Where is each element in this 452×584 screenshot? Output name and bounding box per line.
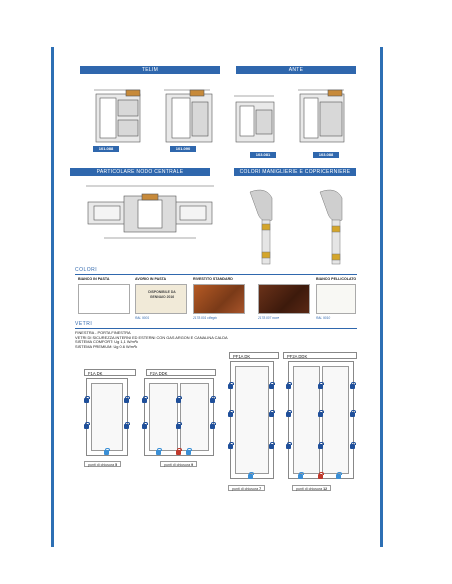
lock-icon bbox=[228, 410, 234, 417]
swatch-code-3: 2178.001 ciliegio bbox=[193, 316, 217, 320]
window-label-f1a: F1A DK bbox=[84, 369, 136, 376]
colori-divider bbox=[75, 274, 357, 275]
swatch-code-2: RAL 9001 bbox=[135, 316, 150, 320]
swatch-code-4: 2178.007 noce bbox=[258, 316, 280, 320]
profile-sections-drawing bbox=[94, 89, 345, 143]
lock-icon bbox=[269, 382, 275, 389]
handles-drawing bbox=[249, 189, 343, 265]
window-pf1a-dk bbox=[230, 361, 274, 479]
lock-icon bbox=[124, 422, 130, 429]
lock-icon bbox=[350, 382, 356, 389]
lock-icon bbox=[210, 422, 216, 429]
closure-label: punti di chiusura bbox=[164, 463, 191, 467]
lock-icon bbox=[269, 442, 275, 449]
window-f2a-sash-left bbox=[149, 383, 178, 451]
lock-icon bbox=[176, 422, 182, 429]
window-f1a-sash bbox=[91, 383, 123, 451]
swatch-bianco-pasta bbox=[78, 284, 130, 314]
vetri-line-1: FINESTRA - PORTA FINESTRA bbox=[75, 330, 131, 335]
window-pf1a-sash bbox=[235, 366, 269, 474]
window-label-f2a: F2A DDK bbox=[146, 369, 216, 376]
lock-icon bbox=[286, 410, 292, 417]
window-f1a-dk bbox=[86, 378, 128, 456]
lock-icon bbox=[228, 382, 234, 389]
closure-count: 5 bbox=[115, 463, 118, 467]
closure-points-f2a: punti di chiusura 9 bbox=[160, 461, 198, 467]
vetri-line-3: SISTEMA COMFORT: Ug 1,1 W/m²k bbox=[75, 339, 139, 345]
vetri-description: FINESTRA - PORTA FINESTRA VETRI DI SICUR… bbox=[75, 330, 335, 349]
lock-icon bbox=[248, 472, 254, 479]
profile-code-2: 101.090 bbox=[170, 146, 196, 152]
closure-label: punti di chiusura bbox=[232, 487, 259, 491]
swatch-avorio-pasta: DISPONIBILE DA GENNAIO 2016 bbox=[135, 284, 187, 314]
lock-icon bbox=[318, 472, 324, 479]
page-border-left bbox=[51, 47, 54, 547]
central-node-drawing bbox=[86, 185, 214, 239]
window-pf2a-sash-right bbox=[322, 366, 349, 474]
window-label-pf2a: PF2A DDK bbox=[283, 352, 357, 359]
lock-icon bbox=[336, 472, 342, 479]
vetri-divider bbox=[75, 328, 357, 329]
vetri-line-2: VETRI DI SICUREZZA INTERNI ED ESTERNI CO… bbox=[75, 334, 228, 340]
lock-icon bbox=[84, 396, 90, 403]
lock-icon bbox=[298, 472, 304, 479]
lock-icon bbox=[186, 448, 192, 455]
closure-points-f1a: punti di chiusura 5 bbox=[84, 461, 122, 467]
lock-icon bbox=[228, 442, 234, 449]
profile-code-4: 103.088 bbox=[313, 152, 339, 158]
window-pf2a-sash-left bbox=[293, 366, 320, 474]
page-border-right bbox=[380, 47, 383, 547]
profile-header-telim: TELIM bbox=[80, 66, 220, 74]
closure-points-pf2a: punti di chiusura 12 bbox=[292, 485, 332, 491]
lock-icon bbox=[318, 442, 324, 449]
closure-count: 7 bbox=[259, 487, 262, 491]
window-f2a-ddk bbox=[144, 378, 214, 456]
swatch-label-5: BIANCO PELLICOLATO bbox=[316, 277, 357, 281]
swatch-label-2: AVORIO IN PASTA bbox=[135, 277, 167, 281]
swatch-avorio-note: DISPONIBILE DA GENNAIO 2016 bbox=[148, 290, 176, 299]
profile-code-1: 101.088 bbox=[93, 146, 119, 152]
swatch-label-3: RIVESTITO STANDARD bbox=[193, 277, 233, 281]
lock-icon bbox=[210, 396, 216, 403]
detail-header-handles: COLORI MANIGLIERIE E COPRICERNIERE bbox=[234, 168, 356, 176]
profile-code-3: 103.081 bbox=[250, 152, 276, 158]
closure-label: punti di chiusura bbox=[88, 463, 115, 467]
lock-icon bbox=[318, 382, 324, 389]
window-label-pf1a: PF1A DK bbox=[229, 352, 279, 359]
vetri-title: VETRI bbox=[75, 321, 93, 327]
lock-icon bbox=[176, 448, 182, 455]
closure-count: 12 bbox=[323, 487, 328, 491]
detail-header-node: PARTICOLARE NODO CENTRALE bbox=[70, 168, 210, 176]
closure-label: punti di chiusura bbox=[296, 487, 323, 491]
vetri-line-4: SISTEMA PREMIUM: Ug 0.6 W/m²k bbox=[75, 343, 138, 349]
lock-icon bbox=[269, 410, 275, 417]
lock-icon bbox=[124, 396, 130, 403]
window-f2a-sash-right bbox=[180, 383, 209, 451]
lock-icon bbox=[350, 410, 356, 417]
lock-icon bbox=[104, 448, 110, 455]
swatch-noce bbox=[258, 284, 310, 314]
lock-icon bbox=[350, 442, 356, 449]
swatch-label-1: BIANCO IN PASTA bbox=[78, 277, 110, 281]
lock-icon bbox=[142, 396, 148, 403]
lock-icon bbox=[176, 396, 182, 403]
closure-points-pf1a: punti di chiusura 7 bbox=[228, 485, 266, 491]
lock-icon bbox=[84, 422, 90, 429]
lock-icon bbox=[156, 448, 162, 455]
colori-title: COLORI bbox=[75, 267, 98, 273]
swatch-ciliegio bbox=[193, 284, 245, 314]
profile-header-ante: ANTE bbox=[236, 66, 356, 74]
lock-icon bbox=[286, 382, 292, 389]
window-pf2a-ddk bbox=[288, 361, 354, 479]
swatch-bianco-pellicolato bbox=[316, 284, 356, 314]
lock-icon bbox=[286, 442, 292, 449]
swatch-code-5: RAL 9010 bbox=[316, 316, 331, 320]
lock-icon bbox=[142, 422, 148, 429]
closure-count: 9 bbox=[191, 463, 194, 467]
lock-icon bbox=[318, 410, 324, 417]
